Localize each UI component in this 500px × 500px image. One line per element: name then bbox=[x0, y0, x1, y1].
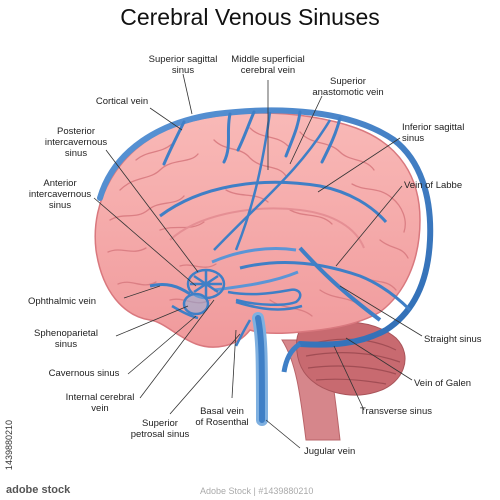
corpus-callosum bbox=[169, 207, 365, 249]
label-ophthalmic-vein: Ophthalmic vein bbox=[28, 296, 96, 307]
label-line: Straight sinus bbox=[424, 334, 482, 345]
label-line: of Rosenthal bbox=[195, 417, 248, 428]
label-line: intercavernous bbox=[29, 189, 92, 200]
label-line: sinus bbox=[55, 339, 77, 350]
diagram-title: Cerebral Venous Sinuses bbox=[120, 4, 380, 30]
label-line: Cavernous sinus bbox=[49, 368, 120, 379]
label-line: vein bbox=[91, 403, 108, 414]
cerebellum bbox=[296, 321, 406, 396]
stock-logo: adobe stock bbox=[6, 484, 71, 496]
inferior-sagittal-sinus-vessel bbox=[159, 180, 388, 223]
label-line: Anterior bbox=[43, 178, 76, 189]
label-vein-of-galen: Vein of Galen bbox=[414, 378, 471, 389]
label-line: Vein of Labbe bbox=[404, 180, 462, 191]
jugular-vein-core bbox=[255, 315, 265, 423]
transverse-sinus-vessel bbox=[281, 341, 302, 373]
ophthalmic-vessel bbox=[149, 282, 191, 296]
cortical-veins bbox=[162, 110, 342, 166]
superior-anastomotic-vessel bbox=[213, 119, 332, 251]
label-line: Vein of Galen bbox=[414, 378, 471, 389]
label-line: Superior bbox=[142, 418, 178, 429]
label-line: intercavernous bbox=[45, 137, 108, 148]
watermark-bar bbox=[0, 478, 500, 500]
stock-text: Adobe Stock | #1439880210 bbox=[200, 486, 314, 496]
label-cavernous-sinus: Cavernous sinus bbox=[49, 368, 120, 379]
label-line: Ophthalmic vein bbox=[28, 296, 96, 307]
label-line: petrosal sinus bbox=[131, 429, 190, 440]
label-line: Internal cerebral bbox=[66, 392, 135, 403]
label-transverse-sinus: Transverse sinus bbox=[360, 406, 432, 417]
label-line: sinus bbox=[49, 200, 71, 211]
internal-cerebral-vessel bbox=[211, 247, 297, 264]
label-line: Cortical vein bbox=[96, 96, 148, 107]
label-line: anastomotic vein bbox=[312, 87, 383, 98]
label-line: sinus bbox=[65, 148, 87, 159]
label-line: Inferior sagittal bbox=[402, 122, 464, 133]
stock-id: 1439880210 bbox=[4, 420, 14, 471]
label-straight-sinus: Straight sinus bbox=[424, 334, 482, 345]
leader-lines bbox=[93, 73, 423, 449]
vein-of-labbe-vessel bbox=[239, 261, 412, 312]
label-line: sinus bbox=[402, 133, 424, 144]
middle-superficial-vessel bbox=[234, 111, 272, 251]
label-line: Superior sagittal bbox=[149, 54, 218, 65]
label-line: sinus bbox=[172, 65, 194, 76]
label-line: Sphenoparietal bbox=[34, 328, 98, 339]
label-line: Middle superficial bbox=[231, 54, 304, 65]
label-line: Basal vein bbox=[200, 406, 244, 417]
label-line: cerebral vein bbox=[241, 65, 295, 76]
label-line: Posterior bbox=[57, 126, 95, 137]
label-cortical-vein: Cortical vein bbox=[96, 96, 148, 107]
label-line: Jugular vein bbox=[304, 446, 355, 457]
label-jugular-vein: Jugular vein bbox=[304, 446, 355, 457]
cavernous-sinus-vessel bbox=[182, 268, 303, 316]
superior-petrosal-vessel bbox=[234, 319, 252, 347]
straight-sinus-vessel bbox=[298, 246, 382, 322]
label-vein-of-labbe: Vein of Labbe bbox=[404, 180, 462, 191]
label-line: Superior bbox=[330, 76, 366, 87]
label-line: Transverse sinus bbox=[360, 406, 432, 417]
sphenoparietal-vessel bbox=[171, 304, 199, 320]
